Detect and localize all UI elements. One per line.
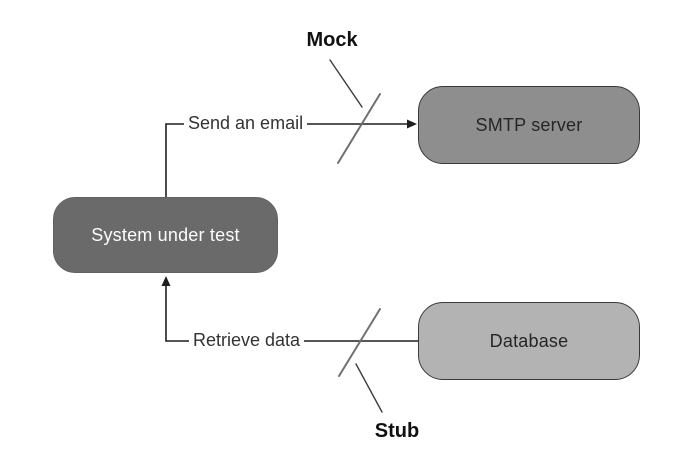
stub-leader-line [355, 363, 383, 413]
edge-label-send-email: Send an email [184, 113, 308, 134]
annotation-stub-label: Stub [374, 420, 420, 442]
edge-label-retrieve-data: Retrieve data [189, 330, 305, 351]
annotation-mock-label: Mock [306, 29, 358, 51]
stub-slash-icon [338, 308, 381, 377]
node-database: Database [418, 302, 640, 380]
send-email-connector-line [165, 123, 408, 197]
retrieve-data-arrowhead-icon [161, 276, 171, 286]
node-smtp-server: SMTP server [418, 86, 640, 164]
node-system-under-test-label: System under test [91, 224, 240, 245]
node-smtp-server-label: SMTP server [475, 114, 583, 135]
mock-slash-icon [337, 93, 381, 164]
node-system-under-test: System under test [53, 197, 278, 273]
node-database-label: Database [489, 330, 569, 351]
mock-leader-line [329, 59, 363, 108]
send-email-arrowhead-icon [407, 119, 417, 129]
